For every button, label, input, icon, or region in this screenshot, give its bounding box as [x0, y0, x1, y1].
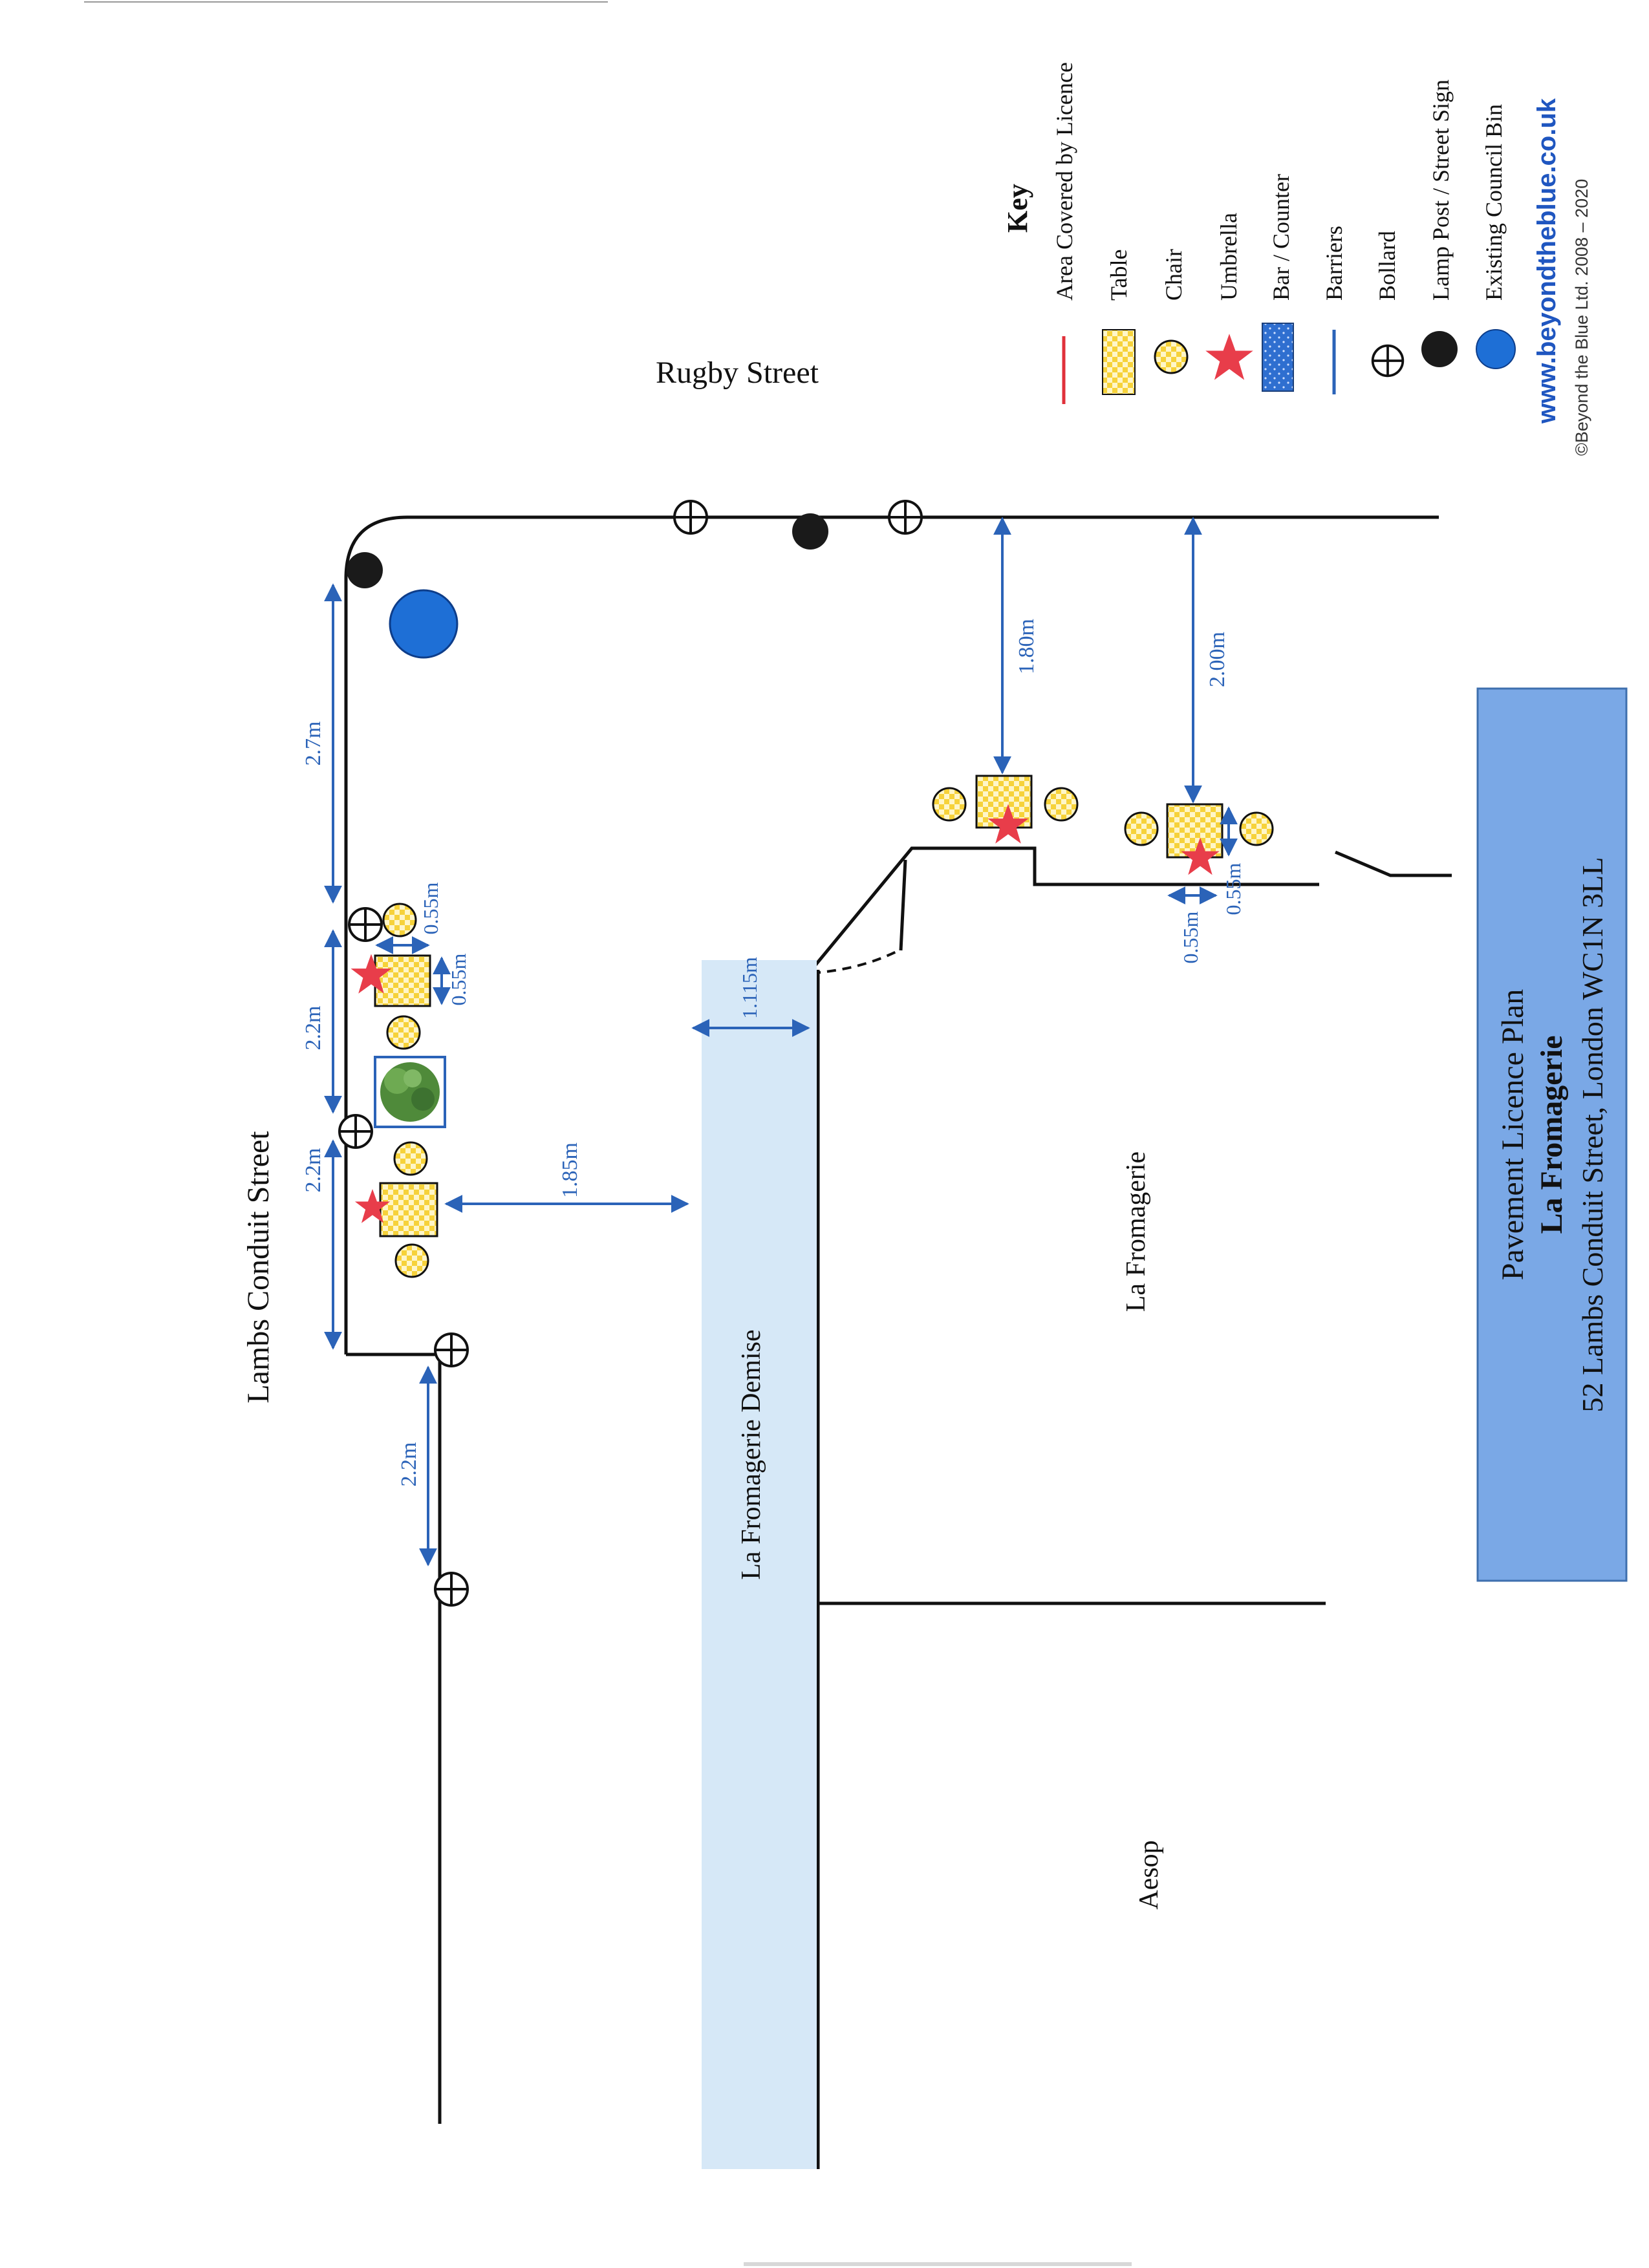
- neighbour-label: Aesop: [1134, 1840, 1164, 1909]
- legend-title: Key: [1002, 184, 1033, 233]
- bollard-icon: [348, 907, 383, 942]
- dim-lower-run: 2.2m: [301, 1148, 325, 1193]
- bollard-icon: [1371, 344, 1405, 378]
- legend-label-licence: Area Covered by Licence: [1051, 62, 1077, 301]
- demise-label: La Fromagerie Demise: [737, 1329, 766, 1579]
- dimension-lines: [324, 517, 1238, 1567]
- bollard-icon: [888, 500, 923, 535]
- table-icon: [374, 954, 431, 1007]
- legend-label-bin: Existing Council Bin: [1481, 104, 1507, 301]
- legend-label-bar: Bar / Counter: [1268, 174, 1294, 301]
- title-block: [1476, 687, 1628, 1582]
- splay-line: [899, 859, 907, 951]
- lamp-post-icon: [1421, 331, 1458, 367]
- legend-label-table: Table: [1106, 250, 1132, 301]
- umbrella-star-icon: [1205, 334, 1253, 380]
- dim-corner-run: 2.7m: [301, 722, 325, 766]
- chair-icon: [394, 1243, 429, 1278]
- dim-table-width-a: 0.55m: [419, 882, 442, 934]
- business-address: 52 Lambs Conduit Street, London WC1N 3LL: [1576, 857, 1609, 1412]
- furniture-set-upper: [350, 903, 431, 1050]
- legend-label-lamp-post: Lamp Post / Street Sign: [1428, 80, 1454, 301]
- dim-table-height-b: 0.55m: [1222, 862, 1245, 915]
- legend-label-barriers: Barriers: [1321, 226, 1347, 301]
- dim-table-height-a: 0.55m: [447, 953, 470, 1005]
- furniture-set-rugby-2: [1124, 803, 1274, 875]
- chair-icon: [1044, 787, 1079, 822]
- legend-label-bollard: Bollard: [1374, 231, 1400, 301]
- chair-icon: [1124, 811, 1159, 846]
- dim-demise-width: 1.115m: [738, 957, 761, 1019]
- table-icon: [1102, 329, 1136, 395]
- chair-icon: [382, 903, 417, 937]
- door-swing: [811, 949, 900, 974]
- legend: Key Area Covered by Licence Table Chair …: [1002, 62, 1591, 456]
- shop-label: La Fromagerie: [1121, 1151, 1151, 1312]
- kerb-lower: [346, 1353, 442, 2124]
- dim-bollard-gap: 2.2m: [397, 1442, 421, 1487]
- legend-label-umbrella: Umbrella: [1216, 213, 1242, 301]
- council-bin-icon: [389, 589, 458, 659]
- council-bin-icon: [1476, 329, 1516, 369]
- chair-icon: [932, 787, 967, 822]
- dim-table-width-b: 0.55m: [1179, 911, 1202, 963]
- furniture-set-rugby-1: [932, 775, 1079, 844]
- lambs-conduit-street-label: Lambs Conduit Street: [241, 1131, 275, 1404]
- table-icon: [1166, 803, 1223, 859]
- rugby-street-label: Rugby Street: [656, 356, 819, 390]
- bollard-icon: [434, 1332, 469, 1367]
- chair-icon: [1239, 811, 1274, 846]
- table-icon: [379, 1182, 438, 1237]
- chair-icon: [386, 1015, 421, 1050]
- dim-upper-run: 2.2m: [301, 1006, 325, 1051]
- furniture-set-lower: [354, 1141, 438, 1278]
- legend-label-chair: Chair: [1161, 249, 1187, 301]
- lamp-post-icon: [792, 513, 828, 550]
- dim-rugby-clear-2: 2.00m: [1205, 632, 1229, 687]
- copyright-notice: ©Beyond the Blue Ltd. 2008 – 2020: [1572, 179, 1591, 456]
- chair-icon: [393, 1141, 428, 1176]
- plan-title: Pavement Licence Plan: [1496, 989, 1530, 1281]
- demise-area: [702, 960, 817, 2169]
- bar-counter-icon: [1262, 323, 1294, 392]
- bollard-icon: [434, 1572, 469, 1607]
- bollard-icon: [673, 500, 708, 535]
- dim-rugby-clear-1: 1.80m: [1015, 619, 1039, 674]
- website-link: www.beyondtheblue.co.uk: [1533, 98, 1561, 424]
- rugby-gate: [1335, 850, 1452, 877]
- business-name: La Fromagerie: [1535, 1035, 1569, 1234]
- dim-table-to-demise: 1.85m: [558, 1142, 582, 1198]
- chair-icon: [1154, 339, 1189, 374]
- lamp-post-icon: [347, 552, 383, 588]
- rugby-frontage: [810, 846, 1319, 971]
- kerb-lines: [344, 515, 1452, 2169]
- tree-icon: [374, 1056, 446, 1128]
- kerb-corner: [344, 515, 1439, 1354]
- bollard-icon: [338, 1114, 373, 1149]
